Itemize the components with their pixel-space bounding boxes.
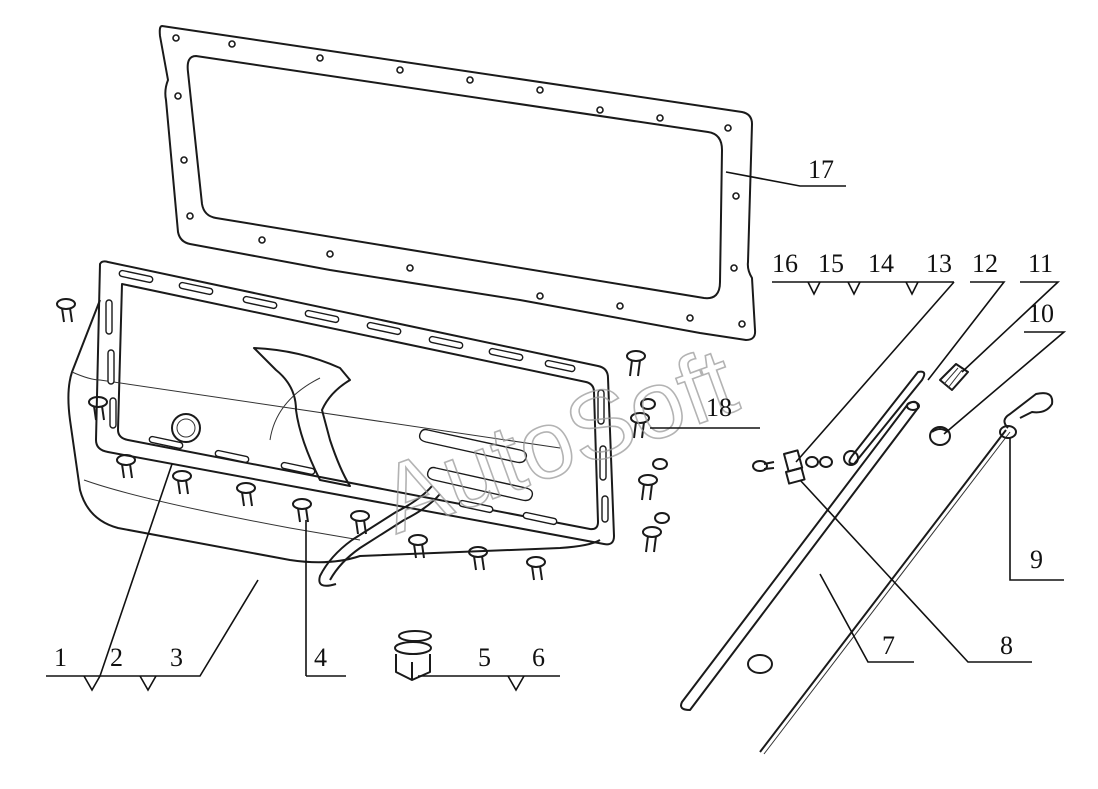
callout-6: 6 [532, 643, 545, 672]
callout-labels: 17 16 15 14 13 12 11 10 18 9 7 8 1 2 3 4… [54, 155, 1054, 672]
callout-4: 4 [314, 643, 327, 672]
flange-slots [105, 269, 609, 526]
callout-15: 15 [818, 249, 844, 278]
oil-pan [67, 260, 615, 587]
callout-11: 11 [1028, 249, 1053, 278]
callout-9: 9 [1030, 545, 1043, 574]
callout-14: 14 [868, 249, 894, 278]
tube-clamp [929, 426, 951, 446]
callout-12: 12 [972, 249, 998, 278]
callout-leaders [46, 171, 1067, 692]
callout-8: 8 [1000, 631, 1013, 660]
callout-18: 18 [706, 393, 732, 422]
dipstick [759, 392, 1054, 755]
tube-bracket [752, 370, 926, 485]
callout-7: 7 [882, 631, 895, 660]
watermark-text: AutoSoft [367, 327, 750, 553]
callout-3: 3 [170, 643, 183, 672]
dipstick-tube [680, 400, 920, 711]
callout-2: 2 [110, 643, 123, 672]
drain-plug [394, 630, 432, 681]
callout-1: 1 [54, 643, 67, 672]
oil-pan-gasket [158, 25, 757, 341]
callout-5: 5 [478, 643, 491, 672]
callout-16: 16 [772, 249, 798, 278]
callout-10: 10 [1028, 299, 1054, 328]
callout-17: 17 [808, 155, 834, 184]
tube-fitting [939, 363, 969, 391]
gasket-bolt-holes [172, 34, 746, 328]
pan-bolts [56, 298, 670, 581]
callout-13: 13 [926, 249, 952, 278]
